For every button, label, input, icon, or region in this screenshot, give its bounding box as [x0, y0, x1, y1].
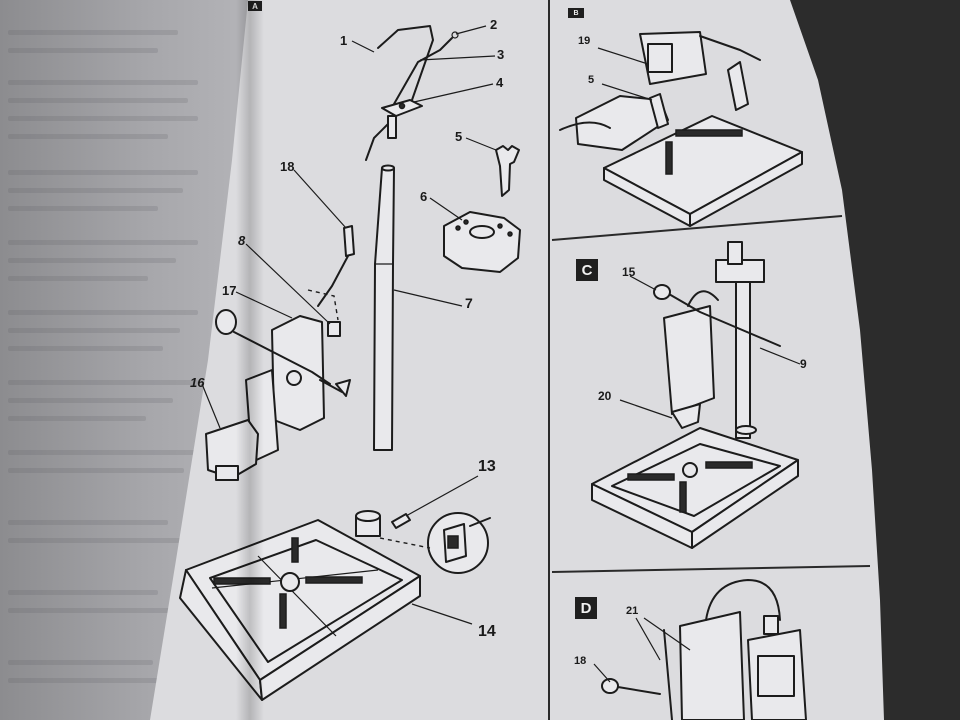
part-8-nut	[327, 321, 341, 337]
callout-9: 9	[800, 357, 807, 371]
ghost-text-line	[8, 188, 183, 193]
ghost-text-line	[8, 608, 178, 613]
ghost-text-line	[8, 170, 198, 175]
callout-17: 17	[222, 283, 237, 298]
callout-1: 1	[340, 33, 348, 48]
callout-5-panel-b: 5	[588, 74, 595, 86]
part-4-clamp	[381, 99, 423, 139]
callout-8: 8	[238, 234, 245, 247]
callout-3: 3	[497, 47, 505, 62]
callout-6: 6	[420, 189, 428, 204]
ghost-text-line	[8, 240, 198, 245]
ghost-text-line	[8, 346, 163, 351]
ghost-text-line	[8, 116, 198, 121]
detail-inset	[427, 512, 491, 574]
callout-7: 7	[465, 295, 473, 311]
ghost-text-line	[8, 520, 168, 525]
part-7-column	[373, 164, 395, 451]
panel-badge-c: C	[576, 259, 598, 281]
panel-d-illustration	[601, 579, 807, 720]
panel-badge-b: B	[568, 8, 584, 18]
ghost-text-line	[8, 398, 173, 403]
panel-badge-d: D	[575, 597, 597, 619]
ghost-text-line	[8, 416, 146, 421]
ghost-text-line	[8, 98, 188, 103]
ghost-text-line	[8, 310, 198, 315]
part-6-tool-holder	[443, 211, 521, 273]
ghost-text-line	[8, 80, 198, 85]
callout-15: 15	[622, 265, 636, 279]
ghost-text-line	[8, 276, 148, 281]
part-5-wrench	[495, 145, 520, 197]
callout-4: 4	[496, 75, 504, 90]
ghost-text-line	[8, 206, 158, 211]
part-1-bracket	[365, 25, 434, 161]
callout-5: 5	[455, 129, 463, 144]
ghost-text-line	[8, 678, 198, 683]
leader-lines	[201, 25, 801, 683]
book-spine-shadow	[236, 0, 264, 720]
ghost-text-line	[8, 450, 198, 455]
callout-20: 20	[598, 389, 612, 403]
callout-18: 18	[280, 159, 295, 174]
part-13-screw	[391, 513, 411, 529]
callout-19: 19	[578, 35, 591, 47]
part-14-base	[179, 510, 431, 701]
callout-14: 14	[478, 623, 496, 640]
callout-18-panel-d: 18	[574, 655, 587, 667]
callout-13: 13	[478, 458, 496, 475]
part-16-collar	[205, 419, 259, 481]
panel-c-illustration	[591, 241, 799, 549]
panel-b-illustration	[559, 31, 803, 227]
ghost-text-line	[8, 30, 178, 35]
ghost-text-line	[8, 380, 198, 385]
ghost-text-line	[8, 258, 176, 263]
ghost-text-line	[8, 538, 198, 543]
ghost-text-line	[8, 48, 158, 53]
ghost-text-line	[8, 468, 184, 473]
ghost-text-line	[8, 590, 158, 595]
part-18-lever	[307, 225, 355, 321]
ghost-text-line	[8, 660, 153, 665]
ghost-text-line	[8, 134, 168, 139]
panel-divider-c-d	[551, 565, 871, 573]
ghost-text-line	[8, 328, 180, 333]
callout-16: 16	[190, 375, 205, 390]
callout-21: 21	[626, 605, 639, 617]
callout-2: 2	[490, 17, 498, 32]
panel-badge-a: A	[248, 1, 262, 11]
panel-divider-b-c	[551, 215, 843, 241]
part-3-rod	[393, 31, 459, 105]
